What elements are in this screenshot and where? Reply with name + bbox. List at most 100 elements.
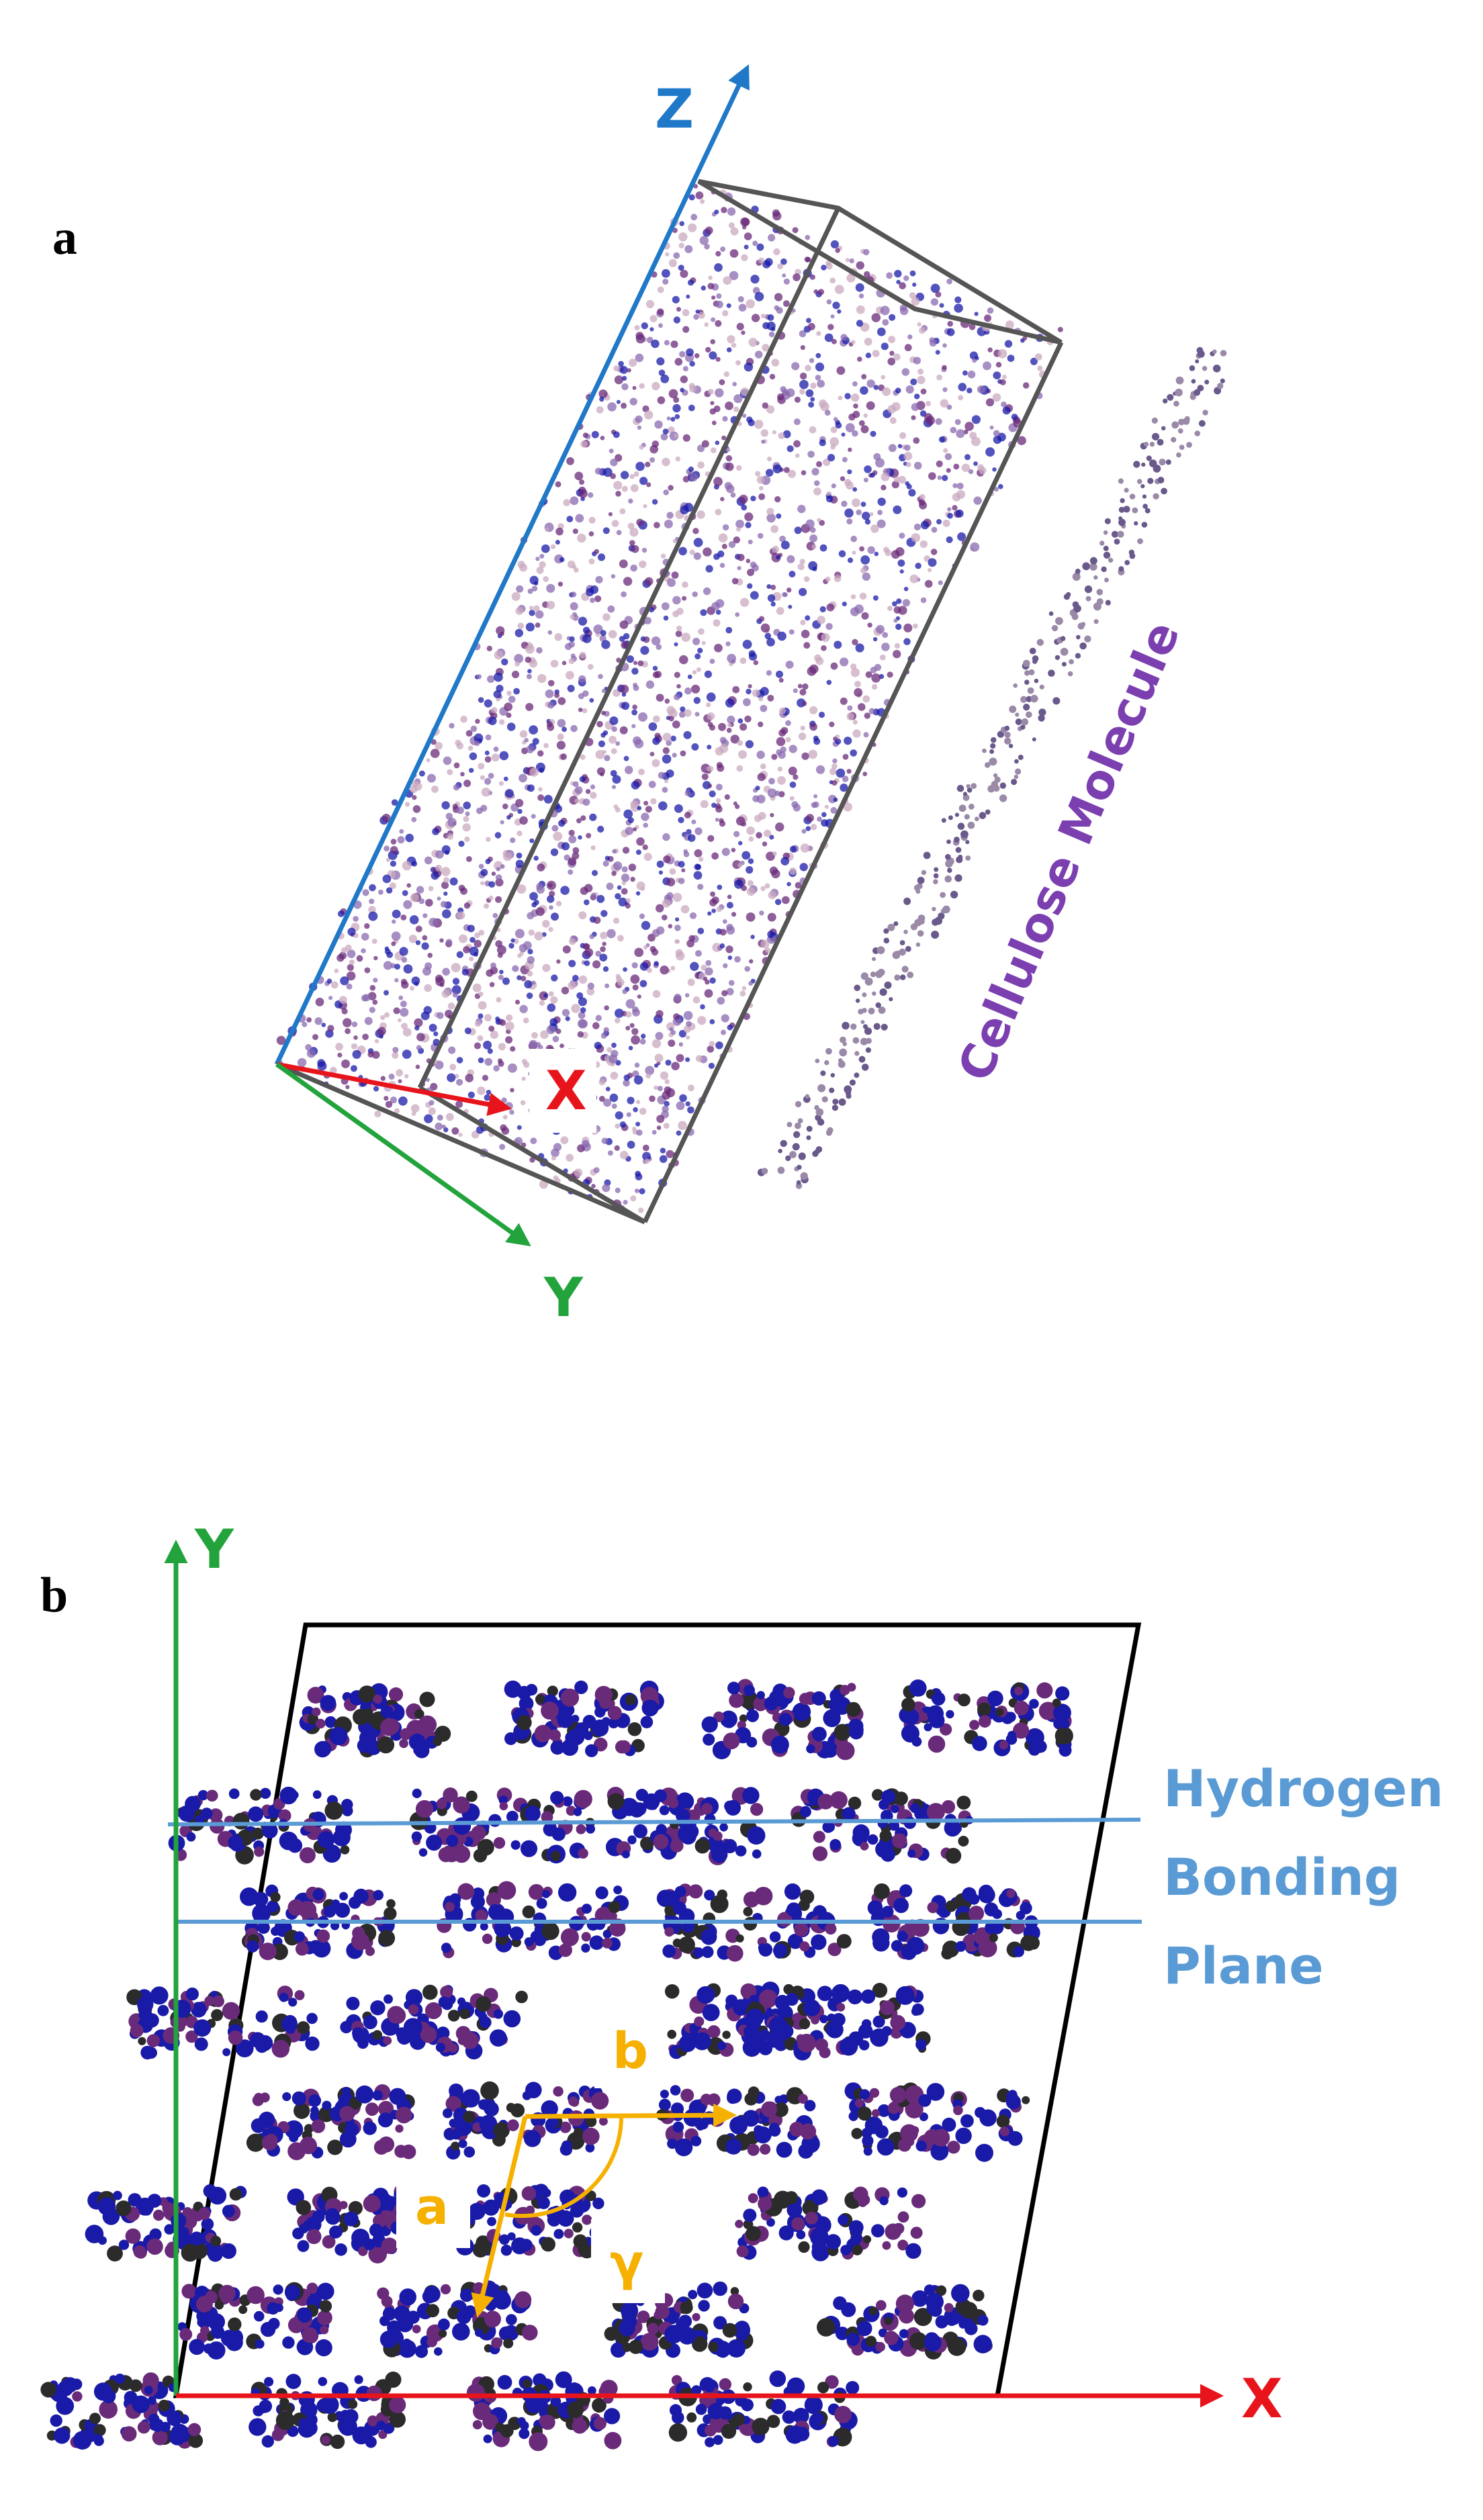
bundle-atom (421, 942, 429, 950)
bundle-atom (506, 690, 512, 696)
bundle-atom (955, 509, 964, 518)
bundle-atom (516, 831, 523, 837)
bundle-atom (611, 785, 617, 790)
bundle-atom (682, 309, 690, 317)
bundle-atom (750, 496, 756, 502)
bundle-atom (757, 532, 764, 539)
bundle-atom (615, 1111, 623, 1120)
bundle-atom (855, 283, 864, 292)
bundle-atom (539, 1000, 545, 1006)
bundle-atom (683, 1011, 693, 1021)
chain-atom (915, 942, 921, 947)
bundle-atom (631, 1035, 640, 1045)
bundle-atom (881, 342, 889, 351)
bundle-atom (764, 829, 772, 837)
bundle-atom (447, 769, 453, 776)
row-atom (399, 1738, 408, 1748)
bundle-atom (692, 669, 697, 675)
bundle-atom (465, 1074, 474, 1082)
bundle-atom (494, 861, 503, 870)
bundle-atom (597, 825, 604, 833)
bundle-atom (531, 1032, 538, 1039)
bundle-atom (675, 949, 683, 957)
row-atom (566, 1806, 576, 1816)
row-atom (424, 2002, 443, 2020)
chain-atom (842, 1021, 850, 1030)
row-atom (299, 2223, 309, 2234)
bundle-atom (435, 742, 443, 750)
bundle-atom (704, 322, 709, 327)
bundle-atom (465, 730, 473, 737)
row-atom (701, 1803, 713, 1815)
bundle-atom (429, 1023, 437, 1032)
bundle-atom (302, 1021, 308, 1027)
bundle-atom (764, 947, 771, 953)
bundle-atom (572, 847, 580, 854)
row-atom (307, 1687, 324, 1704)
row-atom (188, 2433, 204, 2448)
bundle-atom (511, 670, 520, 679)
bundle-atom (772, 464, 782, 473)
bundle-atom (806, 318, 811, 324)
bundle-atom (616, 530, 622, 535)
row-atom (191, 2002, 207, 2018)
bundle-atom (457, 911, 465, 920)
bundle-atom (609, 716, 619, 725)
bundle-atom (668, 1039, 676, 1047)
row-atom (613, 1885, 623, 1895)
row-atom (148, 2420, 160, 2431)
bundle-atom (795, 453, 800, 458)
bundle-atom (521, 1142, 527, 1148)
row-atom (523, 2130, 541, 2147)
row-atom (838, 2214, 849, 2226)
chain-atom (1014, 774, 1019, 780)
row-atom (787, 2202, 803, 2218)
bundle-atom (830, 314, 835, 319)
row-atom (958, 2319, 968, 2329)
bundle-atom (633, 736, 641, 745)
row-atom (581, 1932, 591, 1942)
bundle-atom (684, 687, 692, 695)
bundle-atom (710, 447, 717, 453)
bundle-atom (678, 1121, 687, 1130)
chain-atom (1173, 400, 1179, 407)
bundle-atom (426, 774, 436, 783)
bundle-atom (531, 980, 536, 985)
chain-atom (1103, 551, 1111, 559)
bundle-atom (662, 898, 671, 908)
bundle-atom (630, 564, 637, 572)
bundle-atom (808, 402, 814, 408)
bundle-atom (629, 398, 637, 406)
row-atom (436, 1798, 447, 1810)
bundle-atom (478, 1013, 484, 1019)
x-axis-label: X (545, 1060, 587, 1122)
bundle-atom (791, 362, 800, 371)
bundle-atom (668, 389, 678, 399)
bundle-atom (613, 804, 619, 809)
row-atom (312, 1790, 322, 1800)
row-atom (401, 2144, 416, 2159)
row-atom (779, 2024, 794, 2039)
row-atom (649, 1802, 658, 1810)
bundle-atom (805, 389, 814, 398)
bundle-atom (545, 527, 549, 532)
row-atom (884, 2331, 899, 2345)
row-atom (607, 1793, 625, 1810)
bundle-atom (625, 1025, 631, 1031)
bundle-atom (392, 1052, 399, 1059)
bundle-atom (590, 792, 597, 799)
chain-atom (862, 1024, 868, 1029)
row-atom (414, 1709, 424, 1720)
bundle-atom (686, 1021, 692, 1027)
row-atom (381, 2237, 398, 2254)
bundle-atom (422, 913, 428, 919)
bundle-atom (842, 601, 847, 607)
bundle-atom (727, 1024, 733, 1031)
bundle-atom (832, 301, 840, 310)
bundle-atom (654, 671, 662, 678)
row-atom (811, 2189, 827, 2205)
bundle-atom (664, 698, 670, 704)
bundle-atom (846, 518, 853, 525)
row-atom (415, 1800, 434, 1818)
bundle-atom (618, 897, 627, 906)
